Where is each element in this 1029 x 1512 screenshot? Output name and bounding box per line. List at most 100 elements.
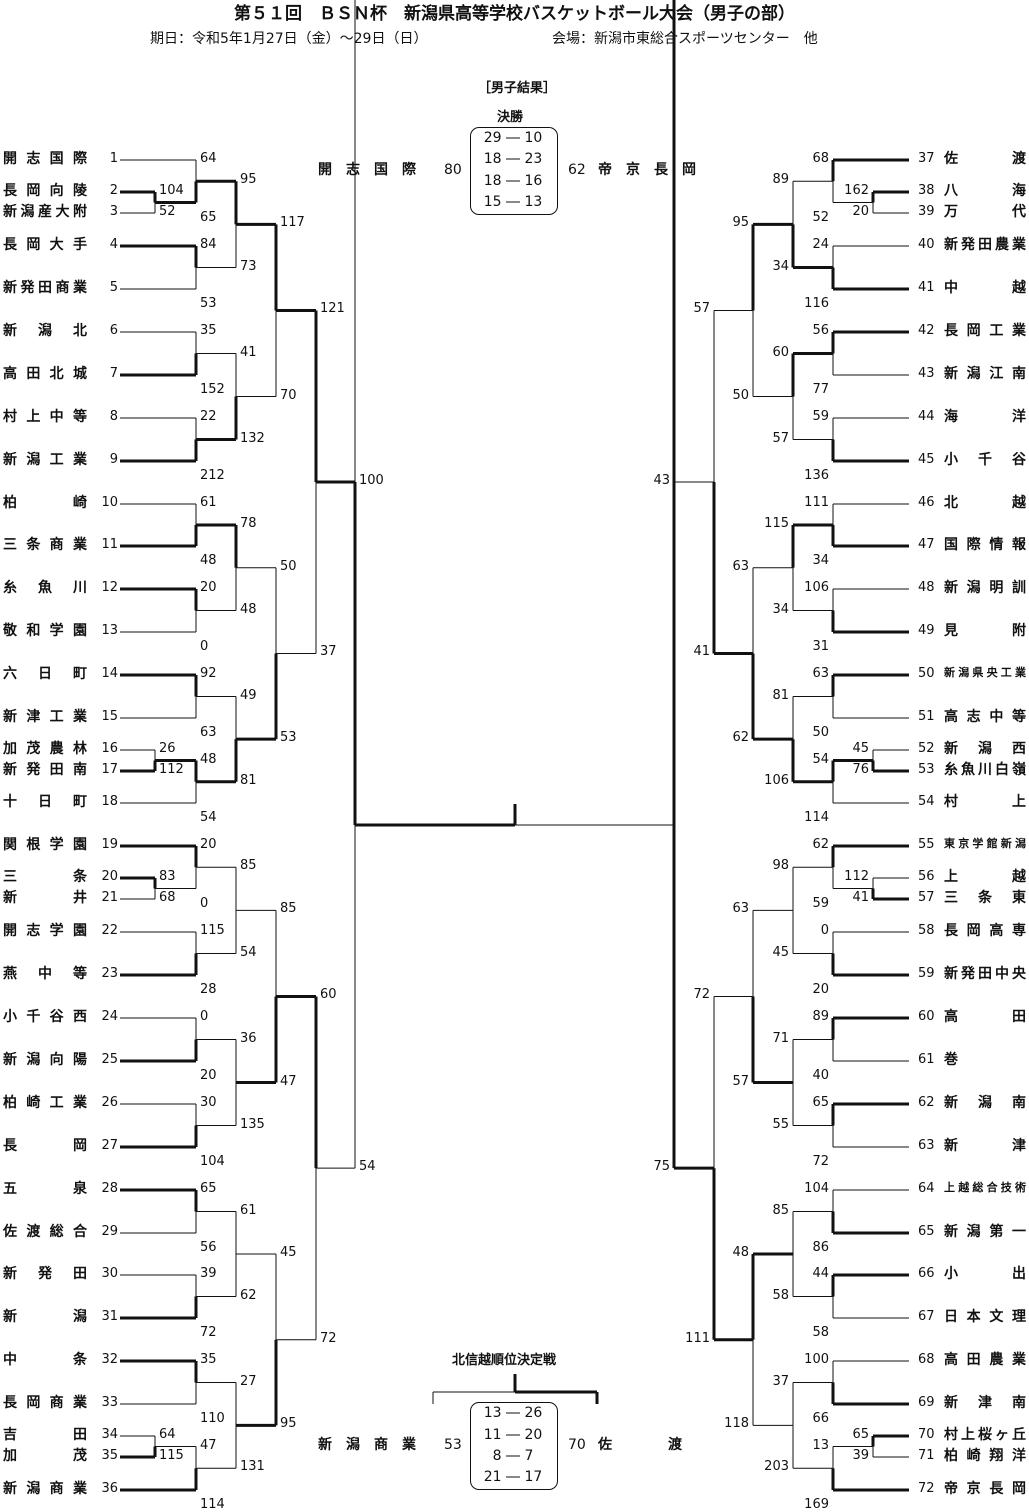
- team-number-11: 11: [101, 537, 118, 552]
- score-r2-left: 53: [200, 296, 217, 311]
- team-12: 糸魚川: [3, 580, 87, 596]
- score-r1-right: 20: [852, 204, 869, 219]
- score-r2-left: 84: [200, 237, 217, 252]
- team-number-34: 34: [101, 1427, 118, 1442]
- team-15: 新津工業: [3, 709, 87, 725]
- team-number-67: 67: [918, 1309, 935, 1324]
- third-place-left-team: 新 潟 商 業: [318, 1437, 416, 1453]
- score-left: 72: [320, 1330, 337, 1346]
- final-period-box: [470, 127, 558, 215]
- final-period-1: 29 ― 10: [483, 130, 543, 146]
- third-place-right-team: 佐 渡: [598, 1437, 682, 1453]
- team-number-32: 32: [101, 1352, 118, 1367]
- score-r2-right: 68: [812, 151, 829, 166]
- score-r2-right: 106: [804, 580, 829, 595]
- score-r2-left: 22: [200, 409, 217, 424]
- score-left: 53: [280, 730, 297, 746]
- score-r2-right: 62: [812, 837, 829, 852]
- score-right: 57: [732, 1073, 749, 1089]
- third-place-right-score: 70: [568, 1437, 586, 1453]
- score-left: 49: [240, 687, 257, 703]
- score-left: 73: [240, 258, 257, 274]
- score-r2-right: 65: [812, 1095, 829, 1110]
- team-43: 新潟江南: [944, 366, 1026, 382]
- score-right: 60: [772, 344, 789, 360]
- score-r2-right: 44: [812, 1266, 829, 1281]
- team-42: 長岡工業: [944, 323, 1026, 339]
- score-r2-left: 48: [200, 751, 217, 767]
- team-38: 八海: [944, 183, 1026, 199]
- team-45: 小千谷: [944, 452, 1026, 468]
- third-place-period-1: 13 ― 26: [483, 1405, 543, 1421]
- score-r2-right: 24: [812, 237, 829, 252]
- score-left: 85: [280, 901, 297, 917]
- score-right: 203: [764, 1459, 789, 1475]
- score-r2-right: 54: [812, 751, 829, 767]
- team-number-8: 8: [109, 409, 118, 424]
- team-number-69: 69: [918, 1395, 935, 1410]
- team-number-42: 42: [918, 323, 935, 338]
- team-number-51: 51: [918, 709, 935, 724]
- team-number-72: 72: [918, 1481, 935, 1496]
- score-left: 27: [240, 1373, 257, 1389]
- team-number-58: 58: [918, 923, 935, 938]
- third-place-period-3: 8 ― 7: [492, 1448, 534, 1464]
- final-label: 決勝: [497, 110, 524, 125]
- team-number-63: 63: [918, 1138, 935, 1153]
- score-left: 95: [280, 1416, 297, 1432]
- score-r2-left: 72: [200, 1325, 217, 1340]
- score-r1-right: 112: [844, 869, 869, 884]
- score-right: 98: [772, 858, 789, 874]
- final-left-score: 80: [444, 162, 462, 178]
- score-left: 95: [240, 172, 257, 188]
- score-left: 85: [240, 858, 257, 874]
- score-r1-right: 65: [852, 1427, 869, 1442]
- score-r1-left: 52: [159, 204, 176, 219]
- score-r2-left: 54: [200, 810, 217, 825]
- team-number-23: 23: [101, 966, 118, 981]
- team-41: 中越: [944, 280, 1026, 296]
- team-number-5: 5: [109, 280, 118, 295]
- score-r1-left: 104: [159, 183, 184, 198]
- score-r2-right: 89: [812, 1009, 829, 1024]
- team-28: 五泉: [3, 1181, 87, 1197]
- team-60: 高田: [944, 1009, 1026, 1025]
- team-number-19: 19: [101, 837, 118, 852]
- team-47: 国際情報: [944, 537, 1026, 553]
- team-number-36: 36: [101, 1481, 118, 1496]
- score-left: 70: [280, 387, 297, 403]
- third-place-left-score: 53: [444, 1437, 462, 1453]
- team-39: 万代: [944, 204, 1026, 220]
- team-8: 村上中等: [3, 409, 87, 425]
- team-number-68: 68: [918, 1352, 935, 1367]
- score-r2-left: 0: [200, 639, 209, 654]
- team-22: 開志学園: [3, 923, 87, 939]
- score-r2-left: 110: [200, 1411, 225, 1426]
- final-right-score: 62: [568, 162, 586, 178]
- score-r1-right: 76: [852, 762, 869, 777]
- score-left: 131: [240, 1459, 265, 1475]
- team-number-55: 55: [918, 837, 935, 852]
- team-number-26: 26: [101, 1095, 118, 1110]
- score-r1-right: 162: [844, 183, 869, 198]
- score-right: 48: [732, 1245, 749, 1260]
- team-67: 日本文理: [944, 1309, 1026, 1325]
- team-number-9: 9: [109, 452, 118, 467]
- team-53: 糸魚川白嶺: [944, 762, 1026, 778]
- final-right-team: 帝 京 長 岡: [598, 162, 696, 178]
- team-11: 三条商業: [3, 537, 87, 553]
- score-r2-left: 47: [200, 1437, 217, 1453]
- results-label: ［男子結果］: [478, 81, 557, 96]
- team-number-3: 3: [109, 204, 118, 219]
- score-left: 41: [240, 344, 257, 360]
- team-number-24: 24: [101, 1009, 118, 1024]
- team-19: 関根学園: [3, 837, 87, 853]
- team-55: 東京学館新潟: [944, 837, 1026, 850]
- score-r2-right: 104: [804, 1181, 829, 1196]
- score-r2-right: 20: [812, 982, 829, 997]
- team-61: 巻: [944, 1052, 958, 1068]
- team-18: 十日町: [3, 794, 87, 810]
- event-date: 期日：令和5年1月27日（金）〜29日（日）: [150, 31, 428, 47]
- score-r1-right: 45: [852, 741, 869, 756]
